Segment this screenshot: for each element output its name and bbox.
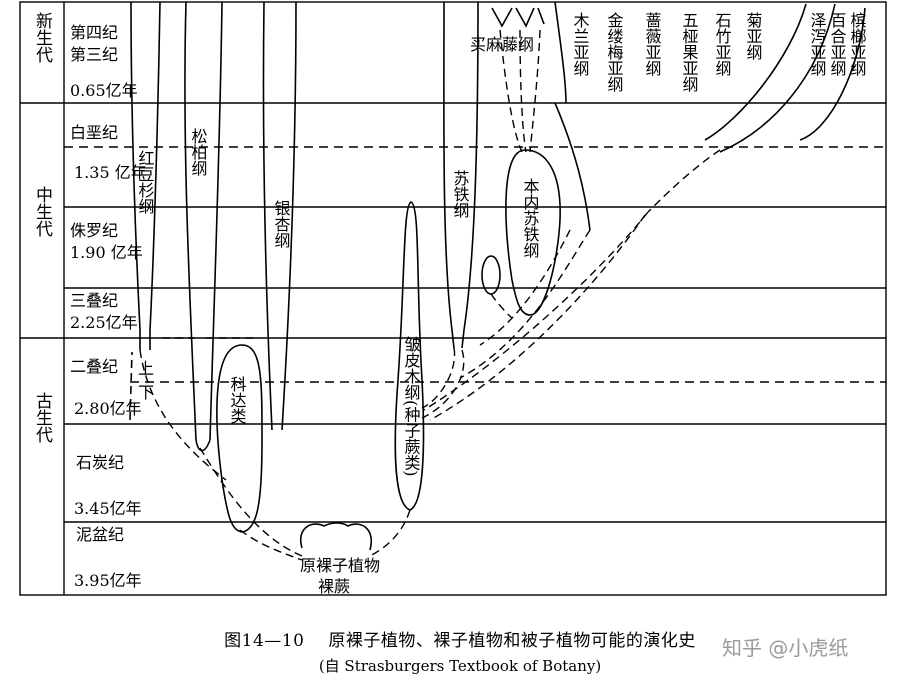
label-sutie: 苏铁纲 bbox=[451, 170, 470, 219]
label-keda: 科达类 bbox=[228, 376, 247, 424]
period-labels: 第四纪 第三纪 0.65亿年 白垩纪 1.35 亿年 侏罗纪 1.90 亿年 三… bbox=[70, 23, 154, 590]
figure-title: 原裸子植物、裸子植物和被子植物可能的演化史 bbox=[328, 631, 696, 651]
date-2-80: 2.80亿年 bbox=[74, 399, 142, 418]
label-luojue: 裸蕨 bbox=[318, 577, 350, 596]
period-carboniferous: 石炭纪 bbox=[76, 453, 124, 472]
lineage-maimateng bbox=[491, 7, 513, 28]
label-zhoupimu: 皱皮木纲(种子蕨类) bbox=[402, 336, 421, 476]
date-1-90: 1.90 亿年 bbox=[70, 243, 143, 262]
label-binlang: 槟榔亚纲 bbox=[848, 12, 867, 77]
lineage-benneisutie bbox=[505, 149, 561, 316]
lineage-songbai bbox=[184, 1, 197, 441]
lineage-yuanluozi bbox=[299, 522, 373, 551]
period-jurassic: 侏罗纪 bbox=[70, 221, 118, 240]
permian-lower: 下 bbox=[138, 383, 154, 402]
label-qiangwei: 蔷薇亚纲 bbox=[643, 12, 662, 77]
period-cretaceous: 白垩纪 bbox=[70, 123, 118, 142]
period-devonian: 泥盆纪 bbox=[76, 525, 124, 544]
lineage-sutie bbox=[443, 1, 455, 349]
period-tertiary: 第三纪 bbox=[70, 45, 118, 64]
timeline-grid bbox=[19, 1, 887, 596]
era-label-paleozoic: 古生代 bbox=[32, 392, 53, 443]
era-label-cenozoic: 新生代 bbox=[32, 12, 53, 63]
figure-caption: 图14—10 原裸子植物、裸子植物和被子植物可能的演化史 bbox=[0, 626, 920, 651]
watermark: 知乎 @小虎纸 bbox=[722, 636, 849, 660]
date-0-65: 0.65亿年 bbox=[70, 81, 138, 100]
label-mulan: 木兰亚纲 bbox=[571, 12, 590, 77]
label-jinlvmei: 金缕梅亚纲 bbox=[605, 12, 624, 93]
figure-number: 图14—10 bbox=[224, 631, 305, 651]
label-yuanluozi: 原裸子植物 bbox=[300, 556, 380, 575]
lineage-links bbox=[139, 29, 721, 561]
evolution-diagram: 新生代 中生代 古生代 第四纪 第三纪 0.65亿年 白垩纪 1.35 亿年 侏… bbox=[19, 1, 887, 596]
label-maimateng: 买麻藤纲 bbox=[470, 35, 534, 54]
subdivision-dashed-lines bbox=[64, 146, 886, 383]
period-quaternary: 第四纪 bbox=[70, 23, 118, 42]
date-3-95: 3.95亿年 bbox=[74, 571, 142, 590]
lineage-hongdoushan bbox=[130, 1, 141, 350]
period-triassic: 三叠纪 bbox=[70, 291, 118, 310]
label-hongdoushan: 红豆杉纲 bbox=[136, 150, 155, 215]
period-permian: 二叠纪 bbox=[70, 357, 118, 376]
taxon-labels: 红豆杉纲 松柏纲 银杏纲 科达类 皱皮木纲(种子蕨类) 苏铁纲 本内苏铁纲 木兰… bbox=[136, 12, 867, 476]
lineage-angiosperm-trunk bbox=[554, 102, 591, 231]
era-label-mesozoic: 中生代 bbox=[32, 186, 53, 237]
permian-upper: 上 bbox=[138, 359, 154, 378]
lineage-yinxing bbox=[262, 1, 273, 431]
label-benneisutie: 本内苏铁纲 bbox=[521, 178, 540, 259]
lineage-keda bbox=[216, 344, 263, 533]
label-zexie: 泽泻亚纲 bbox=[808, 12, 827, 77]
figure-source: (自 Strasburgers Textbook of Botany) bbox=[318, 657, 602, 675]
label-yinxing: 银杏纲 bbox=[272, 200, 291, 249]
label-wuyaguo: 五桠果亚纲 bbox=[680, 12, 699, 93]
lineage-shapes bbox=[129, 1, 866, 551]
label-shizhu: 石竹亚纲 bbox=[713, 12, 732, 77]
label-baihe: 百合亚纲 bbox=[828, 12, 847, 77]
date-3-45: 3.45亿年 bbox=[74, 499, 142, 518]
date-1-35: 1.35 亿年 bbox=[74, 163, 147, 182]
lineage-monocots bbox=[704, 3, 807, 141]
lineage-mulan bbox=[554, 1, 567, 104]
date-2-25: 2.25亿年 bbox=[70, 313, 138, 332]
label-ju: 菊亚纲 bbox=[744, 12, 763, 61]
label-songbai: 松柏纲 bbox=[189, 128, 208, 177]
